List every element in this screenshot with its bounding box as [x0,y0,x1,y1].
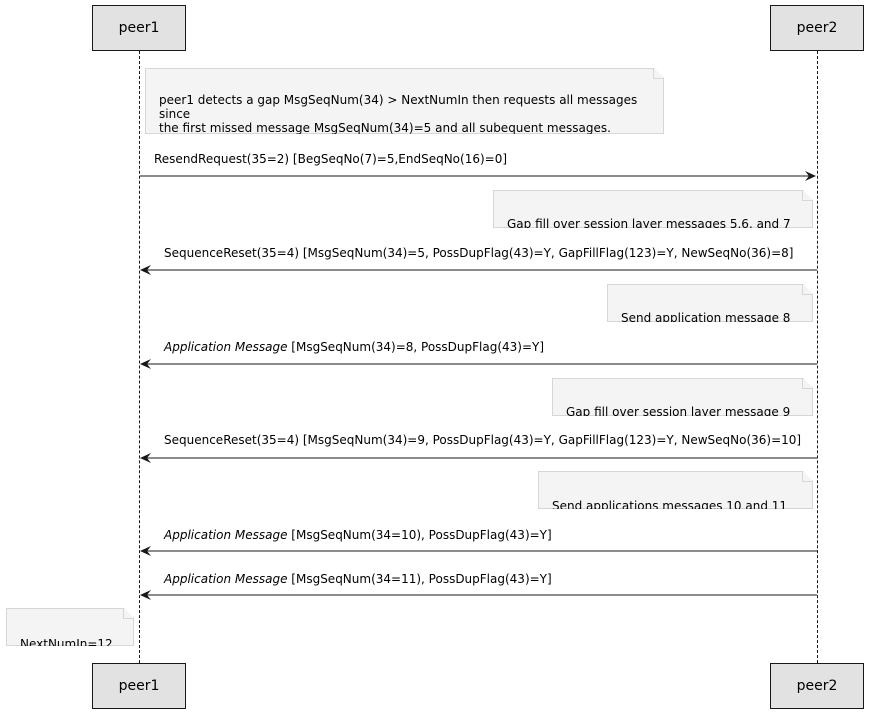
arrow-app-message-11 [140,590,817,600]
note-text: Send application message 8 [621,311,791,325]
arrow-sequence-reset-9 [140,453,817,463]
participant-label: peer1 [118,20,160,36]
note-gap-fill-9: Gap fill over session layer message 9 [552,378,813,416]
message-italic: Application Message [164,340,288,354]
lifeline-peer1 [139,51,140,663]
message-text: ResendRequest(35=2) [BegSeqNo(7)=5,EndSe… [154,152,508,166]
arrow-sequence-reset-5 [140,265,817,275]
participant-peer1-bottom: peer1 [92,663,186,709]
note-text: Gap fill over session layer message 9 [566,405,791,419]
participant-peer1-top: peer1 [92,5,186,51]
message-label-app-message-11: Application Message [MsgSeqNum(34=11), P… [164,572,552,586]
message-label-sequence-reset-9: SequenceReset(35=4) [MsgSeqNum(34)=9, Po… [164,433,801,447]
message-text: [MsgSeqNum(34=10), PossDupFlag(43)=Y] [287,528,552,542]
note-text: peer1 detects a gap MsgSeqNum(34) > Next… [159,93,638,135]
participant-peer2-bottom: peer2 [770,663,864,709]
message-label-app-message-10: Application Message [MsgSeqNum(34=10), P… [164,528,552,542]
lifeline-peer2 [817,51,818,663]
note-send-app-8: Send application message 8 [607,284,813,322]
message-label-sequence-reset-5: SequenceReset(35=4) [MsgSeqNum(34)=5, Po… [164,246,793,260]
message-label-resend-request: ResendRequest(35=2) [BegSeqNo(7)=5,EndSe… [154,152,507,166]
message-text: [MsgSeqNum(34=11), PossDupFlag(43)=Y] [287,572,552,586]
note-gap-fill-5-7: Gap fill over session layer messages 5,6… [493,190,813,228]
note-send-app-10-11: Send applications messages 10 and 11 [538,471,813,509]
arrow-app-message-10 [140,546,817,556]
message-text: SequenceReset(35=4) [MsgSeqNum(34)=9, Po… [164,433,802,447]
message-italic: Application Message [164,528,288,542]
message-label-app-message-8: Application Message [MsgSeqNum(34)=8, Po… [164,340,544,354]
message-italic: Application Message [164,572,288,586]
message-text: SequenceReset(35=4) [MsgSeqNum(34)=5, Po… [164,246,794,260]
participant-label: peer2 [796,678,838,694]
note-text: Gap fill over session layer messages 5,6… [507,217,791,231]
message-text: [MsgSeqNum(34)=8, PossDupFlag(43)=Y] [287,340,545,354]
participant-label: peer2 [796,20,838,36]
participant-label: peer1 [118,678,160,694]
arrow-app-message-8 [140,359,817,369]
note-gap-detect: peer1 detects a gap MsgSeqNum(34) > Next… [145,68,664,134]
arrow-resend-request [140,171,816,181]
participant-peer2-top: peer2 [770,5,864,51]
